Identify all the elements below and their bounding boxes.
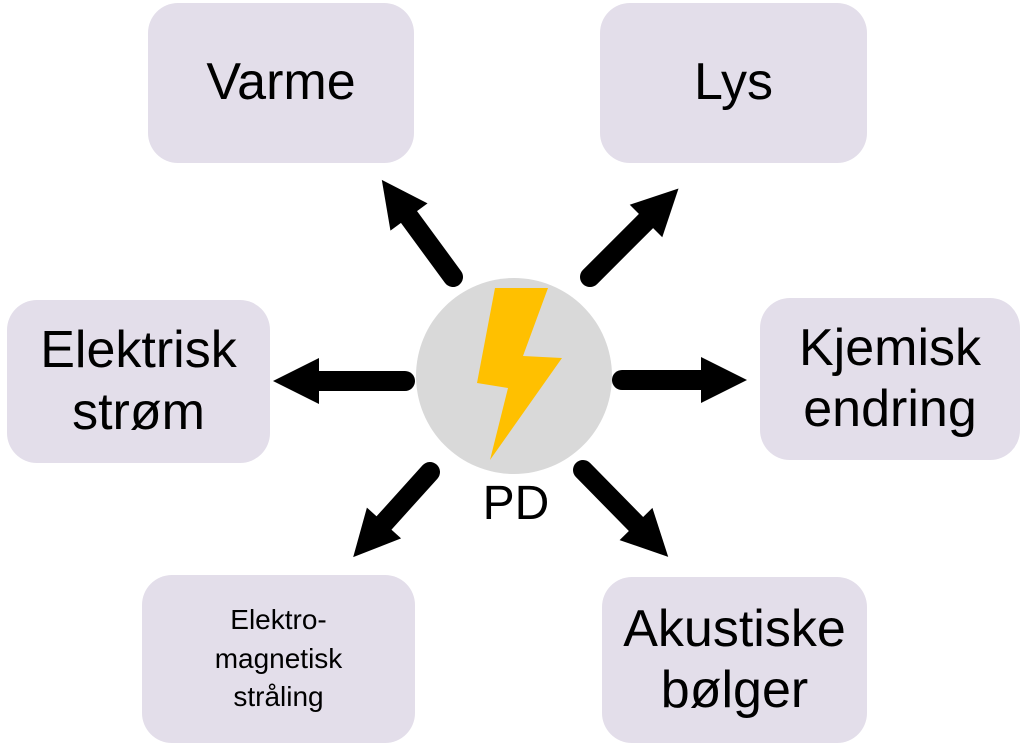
arrow-to-varme: [381, 179, 463, 287]
node-varme: Varme: [148, 3, 414, 163]
node-varme-label: Varme: [206, 53, 356, 112]
node-akustiske-bolger: Akustiske bølger: [602, 577, 867, 743]
center-label: PD: [482, 477, 550, 530]
arrow-to-lys: [580, 188, 679, 287]
node-elektrisk-strom-label: Elektrisk strøm: [40, 321, 237, 441]
node-kjemisk-endring-label: Kjemisk endring: [798, 318, 982, 438]
lightning-bolt-icon: [477, 288, 562, 460]
node-kjemisk-endring: Kjemisk endring: [760, 298, 1020, 460]
arrow-to-elektromagnetisk-straling: [353, 462, 440, 558]
node-lys: Lys: [600, 3, 867, 163]
node-lys-label: Lys: [694, 53, 773, 112]
node-elektromagnetisk-straling: Elektro- magnetisk stråling: [142, 575, 415, 743]
arrow-to-akustiske-bolger: [573, 460, 669, 557]
node-elektrisk-strom: Elektrisk strøm: [7, 300, 270, 463]
node-akustiske-bolger-label: Akustiske bølger: [623, 599, 846, 719]
node-elektromagnetisk-straling-label: Elektro- magnetisk stråling: [214, 604, 343, 713]
arrows: [273, 179, 747, 558]
